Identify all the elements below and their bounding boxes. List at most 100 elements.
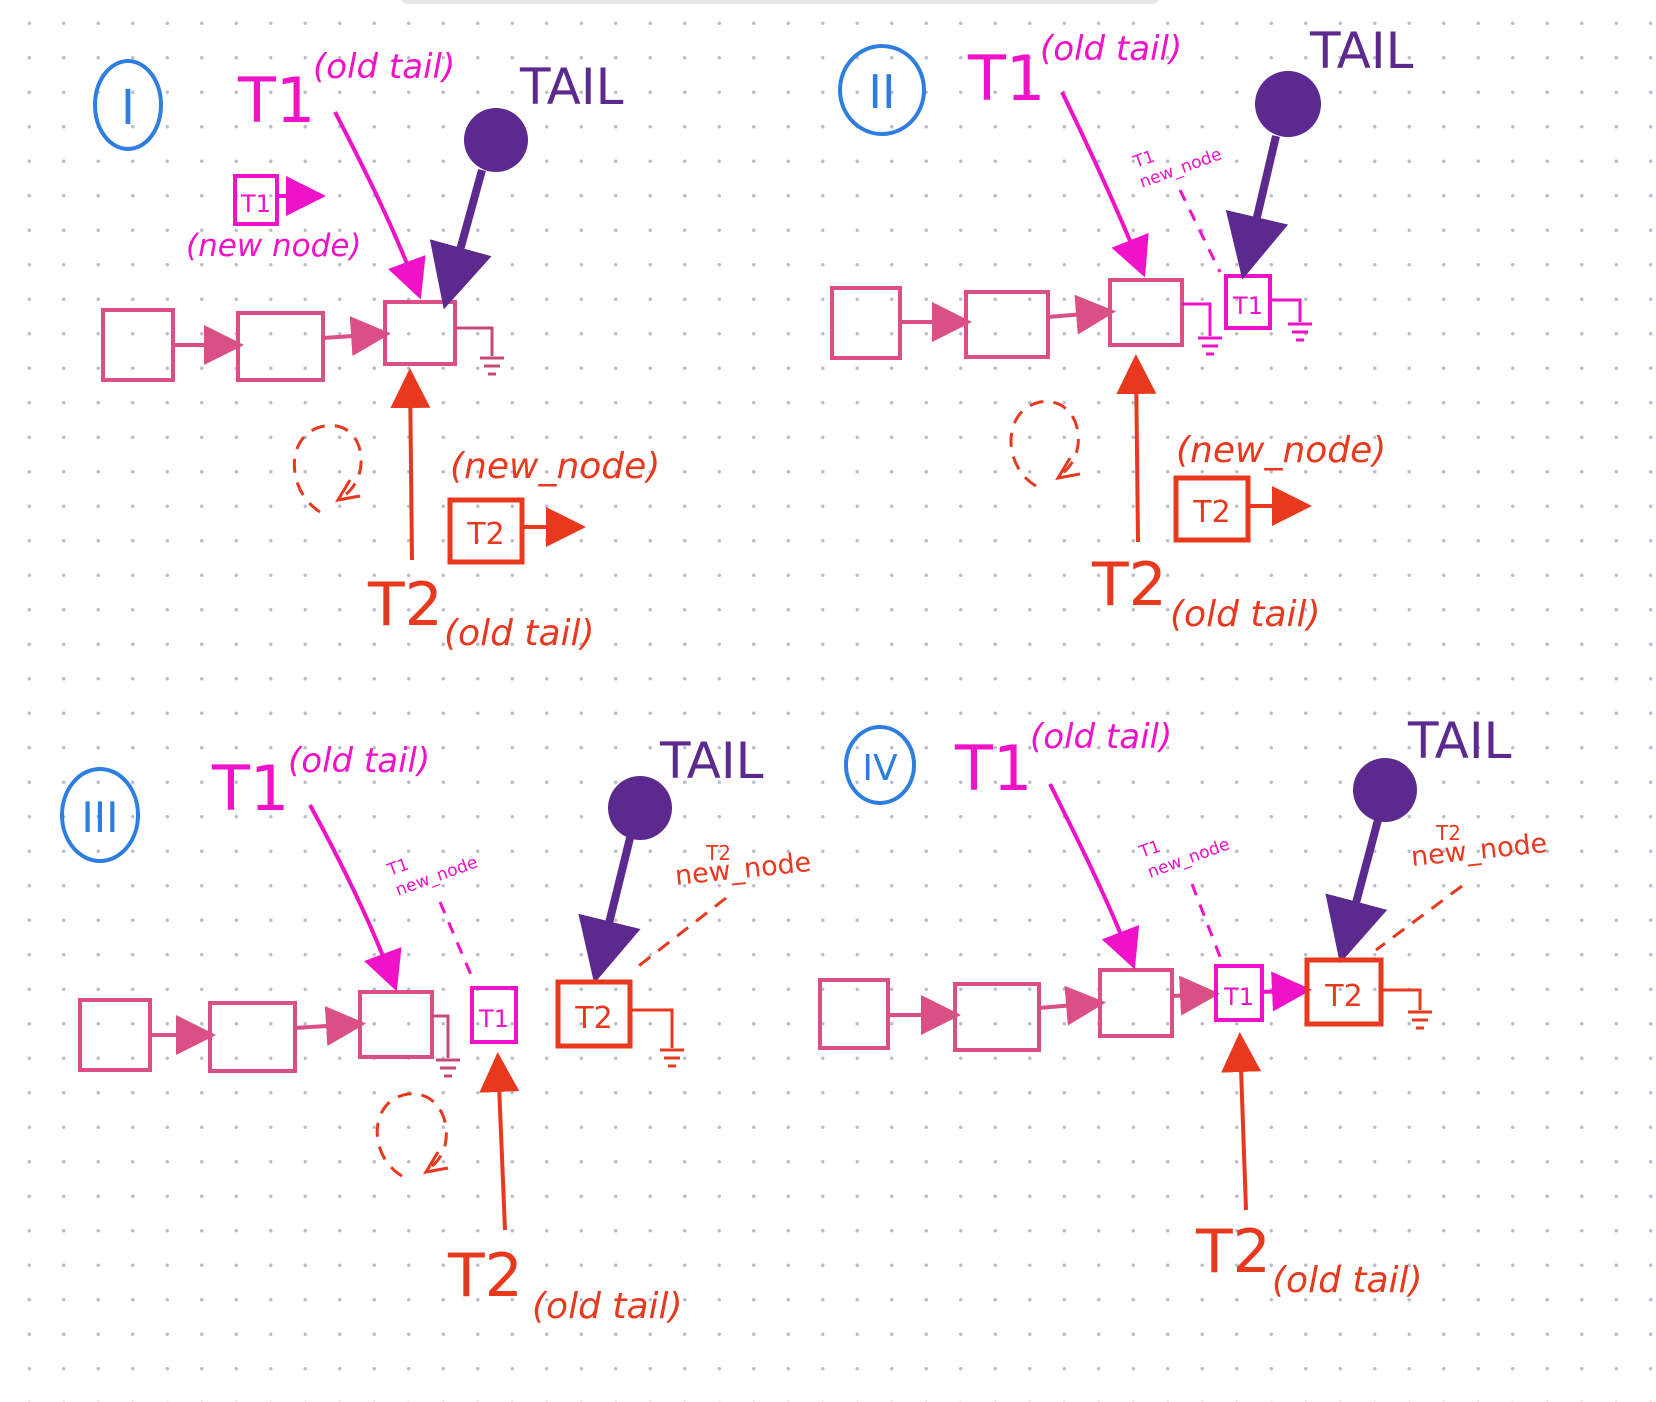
- retry-loop-arrowhead: [335, 479, 361, 503]
- t1-pointer-arrow: [1060, 91, 1149, 278]
- list-node-old-tail: [358, 990, 434, 1059]
- t2-new-node-dashed-link: [1375, 884, 1463, 952]
- step-badge-label: IV: [862, 748, 898, 789]
- tail-pointer-arrow: [1225, 135, 1289, 280]
- tail-pin-head: [464, 108, 528, 172]
- t2-new-node-label: T2: [1192, 495, 1230, 530]
- new-node-small-label: new_node: [1409, 828, 1548, 873]
- list-node: [830, 286, 902, 360]
- t2-pointer-arrow: [1116, 354, 1157, 543]
- retry-loop-icon: [1009, 400, 1080, 488]
- t1-old-tail-label: (old tail): [1030, 717, 1172, 757]
- t1-new-node: T1: [1214, 964, 1312, 1022]
- t2-label: T2: [447, 1241, 523, 1311]
- t1-new-node-label: T1: [1232, 292, 1263, 320]
- t2-old-tail-label: (old tail): [444, 613, 595, 654]
- list-node: [101, 308, 175, 382]
- tail-pin-head: [1255, 71, 1321, 137]
- step-badge-3: III: [60, 767, 140, 863]
- tail-label: TAIL: [1407, 712, 1512, 770]
- t2-old-tail-label: (old tail): [1170, 594, 1321, 635]
- next-pointer: [1047, 294, 1116, 335]
- next-pointer: [1038, 985, 1106, 1026]
- null-ground-icon: [1381, 988, 1432, 1030]
- t2-pointer-arrow: [390, 368, 431, 561]
- t1-old-tail-label: (old tail): [1040, 29, 1182, 69]
- null-ground-icon: [432, 1014, 460, 1078]
- list-node: [964, 290, 1050, 359]
- step-badge-4: IV: [844, 725, 916, 805]
- tail-pointer-arrow: [578, 837, 641, 984]
- t2-new-node-caption: (new_node): [1176, 430, 1386, 471]
- t2-small-label: T2: [1435, 821, 1461, 845]
- t1-old-tail-label: (old tail): [313, 47, 455, 87]
- t1-new-node: T1: [470, 986, 518, 1044]
- t1-new-node-dashed-link: [1190, 883, 1224, 963]
- t2-pointer-arrow: [1221, 1032, 1262, 1211]
- t1-label: T1: [237, 64, 315, 137]
- t2-label: T2: [367, 570, 443, 640]
- new-node-small-label: new_node: [673, 847, 812, 892]
- panel-4: IV T1 (old tail) T1 new_node T1 TAIL T2 …: [818, 712, 1549, 1301]
- t1-label: T1: [967, 42, 1045, 115]
- t2-new-node: T2: [555, 979, 633, 1049]
- t1-new-node-caption: (new node): [186, 228, 361, 264]
- list-node-old-tail: [1108, 278, 1184, 347]
- step-badge-label: III: [81, 793, 118, 842]
- t2-new-node-label: T2: [574, 1001, 612, 1036]
- null-ground-icon: [630, 1008, 684, 1068]
- tail-pin-head: [1353, 758, 1417, 822]
- null-ground-icon: [1182, 302, 1222, 356]
- null-ground-icon: [455, 326, 504, 376]
- t2-new-node-label: T2: [466, 517, 504, 552]
- t2-new-node: T2: [1304, 957, 1384, 1027]
- next-pointer: [1171, 975, 1220, 1016]
- t1-new-node: T1: [233, 174, 326, 226]
- step-badge-1: I: [93, 59, 163, 151]
- t1-new-node-label: T1: [240, 190, 271, 218]
- tail-pointer-arrow: [429, 168, 492, 310]
- t1-pointer-arrow: [333, 111, 426, 300]
- tail-label: TAIL: [519, 58, 624, 116]
- tail-label: TAIL: [659, 732, 764, 790]
- t1-new-node-dashed-link: [438, 901, 476, 983]
- list-node: [208, 1001, 297, 1073]
- t2-pointer-arrow: [479, 1052, 520, 1231]
- tail-pointer-arrow: [1325, 818, 1388, 964]
- t1-new-node-label: T1: [478, 1005, 509, 1033]
- t2-small-label: T2: [705, 841, 731, 865]
- list-node: [953, 982, 1041, 1052]
- t1-new-node-dashed-link: [1178, 189, 1222, 273]
- step-badge-label: I: [121, 80, 135, 136]
- t1-label: T1: [954, 732, 1032, 805]
- t1-pointer-arrow: [1048, 783, 1140, 970]
- tail-pin-head: [608, 776, 672, 840]
- t2-label: T2: [1091, 550, 1167, 620]
- step-badge-2: II: [838, 44, 926, 136]
- top-tab-strip: [401, 0, 1159, 4]
- t2-old-tail-label: (old tail): [1272, 1260, 1423, 1301]
- list-node-old-tail: [383, 300, 457, 366]
- t2-new-node: T2: [1173, 475, 1312, 543]
- step-badge-label: II: [868, 65, 895, 119]
- t1-old-tail-label: (old tail): [288, 741, 430, 781]
- t1-pointer-arrow: [308, 804, 402, 992]
- t2-new-node-label: T2: [1324, 979, 1362, 1014]
- t2-new-node-caption: (new_node): [450, 446, 660, 487]
- t2-new-node-dashed-link: [635, 896, 727, 970]
- panel-3: III T1 (old tail) T1 new_node T1 TAIL T2…: [60, 732, 813, 1327]
- t2-old-tail-label: (old tail): [532, 1286, 683, 1327]
- t1-new-node-label: T1: [1223, 983, 1254, 1011]
- next-pointer: [322, 316, 391, 357]
- t2-label: T2: [1195, 1217, 1271, 1287]
- retry-loop-icon: [375, 1092, 448, 1178]
- list-node: [78, 998, 152, 1072]
- t2-new-node: T2: [447, 497, 586, 565]
- list-node: [818, 978, 890, 1050]
- tail-label: TAIL: [1309, 22, 1414, 80]
- retry-loop-arrowhead: [1055, 457, 1081, 481]
- retry-loop-icon: [292, 424, 363, 514]
- t1-label: T1: [211, 752, 289, 825]
- panel-1: I T1 (old tail) T1 (new node) TAIL: [93, 47, 660, 654]
